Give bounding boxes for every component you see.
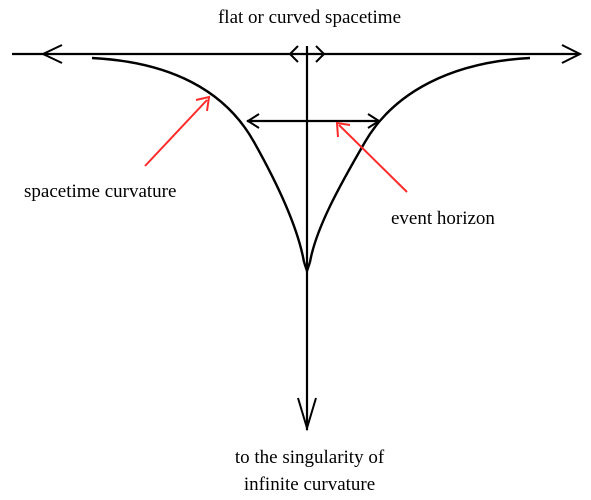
curvature-curve-right (308, 56, 531, 263)
spacetime-curvature-label: spacetime curvature (24, 181, 177, 202)
singularity-label-line-1: to the singularity of (234, 447, 385, 468)
horizon-left-arrowhead-icon (246, 113, 260, 129)
center-right-arrowhead-icon (315, 45, 326, 63)
right-arrowhead-icon (561, 44, 583, 64)
singularity-label-line-2: infinite curvature (243, 474, 376, 495)
horizon-pointer-arrowhead-icon (335, 121, 351, 138)
singularity-label: to the singularity of infinite curvature (14, 444, 591, 498)
horizon-right-arrowhead-icon (367, 113, 381, 129)
curvature-curve-left (91, 56, 306, 263)
event-horizon-label: event horizon (391, 208, 495, 229)
flat-spacetime-label: flat or curved spacetime (217, 7, 402, 28)
left-arrowhead-icon (40, 44, 63, 64)
down-arrowhead-icon (297, 397, 317, 432)
curvature-pointer-line (144, 99, 208, 167)
curvature-pointer-arrowhead-icon (195, 95, 211, 112)
center-left-arrowhead-icon (288, 45, 299, 63)
horizon-pointer-line (338, 124, 408, 193)
